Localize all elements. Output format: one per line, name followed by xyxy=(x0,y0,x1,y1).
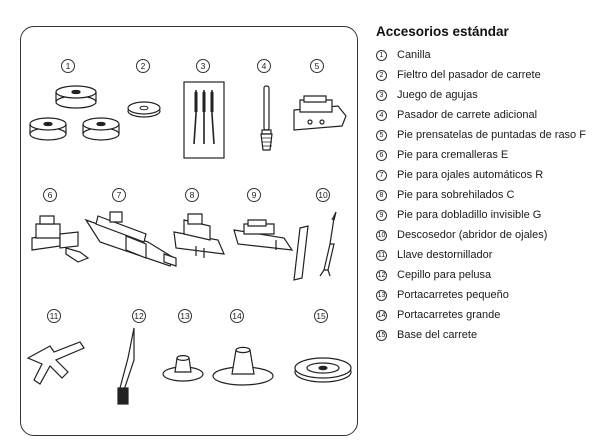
legend-item: 9 Pie para dobladillo invisible G xyxy=(376,205,612,225)
lint-brush-illustration xyxy=(117,327,135,405)
legend-item: 4 Pasador de carrete adicional xyxy=(376,105,612,125)
small-spool-cap-illustration xyxy=(162,354,204,382)
bobbins-illustration xyxy=(29,85,120,141)
legend-item-label: Pie para dobladillo invisible G xyxy=(397,209,542,221)
legend-item-number: 3 xyxy=(376,89,387,101)
satin-stitch-foot-illustration xyxy=(293,95,347,131)
accessory-number-13: 13 xyxy=(178,309,192,323)
legend-item: 8 Pie para sobrehilados C xyxy=(376,185,612,205)
screwdriver-key-illustration xyxy=(26,341,85,385)
needle-set-illustration xyxy=(183,81,225,159)
accessories-illustration-panel xyxy=(20,26,358,436)
accessories-legend: Accesorios estándar 1 Canilla 2 Fieltro de… xyxy=(376,24,612,345)
legend-item-label: Canilla xyxy=(397,49,431,61)
legend-item: 7 Pie para ojales automáticos R xyxy=(376,165,612,185)
legend-item-number: 6 xyxy=(376,149,387,161)
buttonhole-foot-illustration xyxy=(84,211,177,267)
accessory-number-12: 12 xyxy=(132,309,146,323)
accessory-number-3: 3 xyxy=(196,59,210,73)
accessory-number-9: 9 xyxy=(247,188,261,202)
accessory-number-11: 11 xyxy=(47,309,61,323)
legend-item-number: 8 xyxy=(376,189,387,201)
legend-item: 13 Portacarretes pequeño xyxy=(376,285,612,305)
legend-item: 10 Descosedor (abridor de ojales) xyxy=(376,225,612,245)
legend-item-number: 10 xyxy=(376,229,387,241)
legend-item-label: Pie prensatelas de puntadas de raso F xyxy=(397,129,586,141)
blind-hem-foot-illustration xyxy=(233,219,294,251)
legend-item-number: 14 xyxy=(376,309,387,321)
accessory-number-1: 1 xyxy=(61,59,75,73)
legend-item-label: Pie para cremalleras E xyxy=(397,149,509,161)
legend-list: 1 Canilla 2 Fieltro del pasador de carrete… xyxy=(376,45,612,345)
legend-item-number: 1 xyxy=(376,49,387,61)
legend-item: 11 Llave destornillador xyxy=(376,245,612,265)
legend-item-number: 9 xyxy=(376,209,387,221)
legend-item-number: 12 xyxy=(376,269,387,281)
legend-item-label: Pie para ojales automáticos R xyxy=(397,169,544,181)
legend-item-label: Pie para sobrehilados C xyxy=(397,189,515,201)
accessory-number-5: 5 xyxy=(310,59,324,73)
legend-item-label: Portacarretes pequeño xyxy=(397,289,509,301)
large-spool-cap-illustration xyxy=(212,346,274,386)
legend-title: Accesorios estándar xyxy=(376,24,509,39)
accessory-number-4: 4 xyxy=(257,59,271,73)
legend-item-label: Base del carrete xyxy=(397,329,478,341)
spool-pin-illustration xyxy=(260,85,273,151)
legend-item-number: 7 xyxy=(376,169,387,181)
legend-item: 1 Canilla xyxy=(376,45,612,65)
legend-item: 12 Cepillo para pelusa xyxy=(376,265,612,285)
accessory-number-2: 2 xyxy=(136,59,150,73)
accessory-number-8: 8 xyxy=(185,188,199,202)
legend-item-label: Portacarretes grande xyxy=(397,309,501,321)
legend-item-number: 5 xyxy=(376,129,387,141)
accessory-number-10: 10 xyxy=(316,188,330,202)
accessory-number-6: 6 xyxy=(43,188,57,202)
legend-item-number: 4 xyxy=(376,109,387,121)
legend-item-label: Cepillo para pelusa xyxy=(397,269,492,281)
legend-item-label: Pasador de carrete adicional xyxy=(397,109,538,121)
legend-item: 14 Portacarretes grande xyxy=(376,305,612,325)
legend-item-number: 11 xyxy=(376,249,387,261)
legend-item-number: 15 xyxy=(376,329,387,341)
legend-item-label: Descosedor (abridor de ojales) xyxy=(397,229,548,241)
felt-illustration xyxy=(127,101,161,118)
legend-item: 5 Pie prensatelas de puntadas de raso F xyxy=(376,125,612,145)
legend-item: 6 Pie para cremalleras E xyxy=(376,145,612,165)
legend-item-label: Fieltro del pasador de carrete xyxy=(397,69,541,81)
legend-item-number: 13 xyxy=(376,289,387,301)
spool-stand-illustration xyxy=(294,357,352,383)
seam-ripper-illustration xyxy=(293,211,337,281)
accessory-number-15: 15 xyxy=(314,309,328,323)
legend-item: 2 Fieltro del pasador de carrete xyxy=(376,65,612,85)
accessory-number-7: 7 xyxy=(112,188,126,202)
overcasting-foot-illustration xyxy=(173,213,225,258)
legend-item-label: Llave destornillador xyxy=(397,249,493,261)
legend-item: 3 Juego de agujas xyxy=(376,85,612,105)
legend-item: 15 Base del carrete xyxy=(376,325,612,345)
zipper-foot-illustration xyxy=(31,215,90,263)
legend-item-label: Juego de agujas xyxy=(397,89,478,101)
legend-item-number: 2 xyxy=(376,69,387,81)
accessory-number-14: 14 xyxy=(230,309,244,323)
